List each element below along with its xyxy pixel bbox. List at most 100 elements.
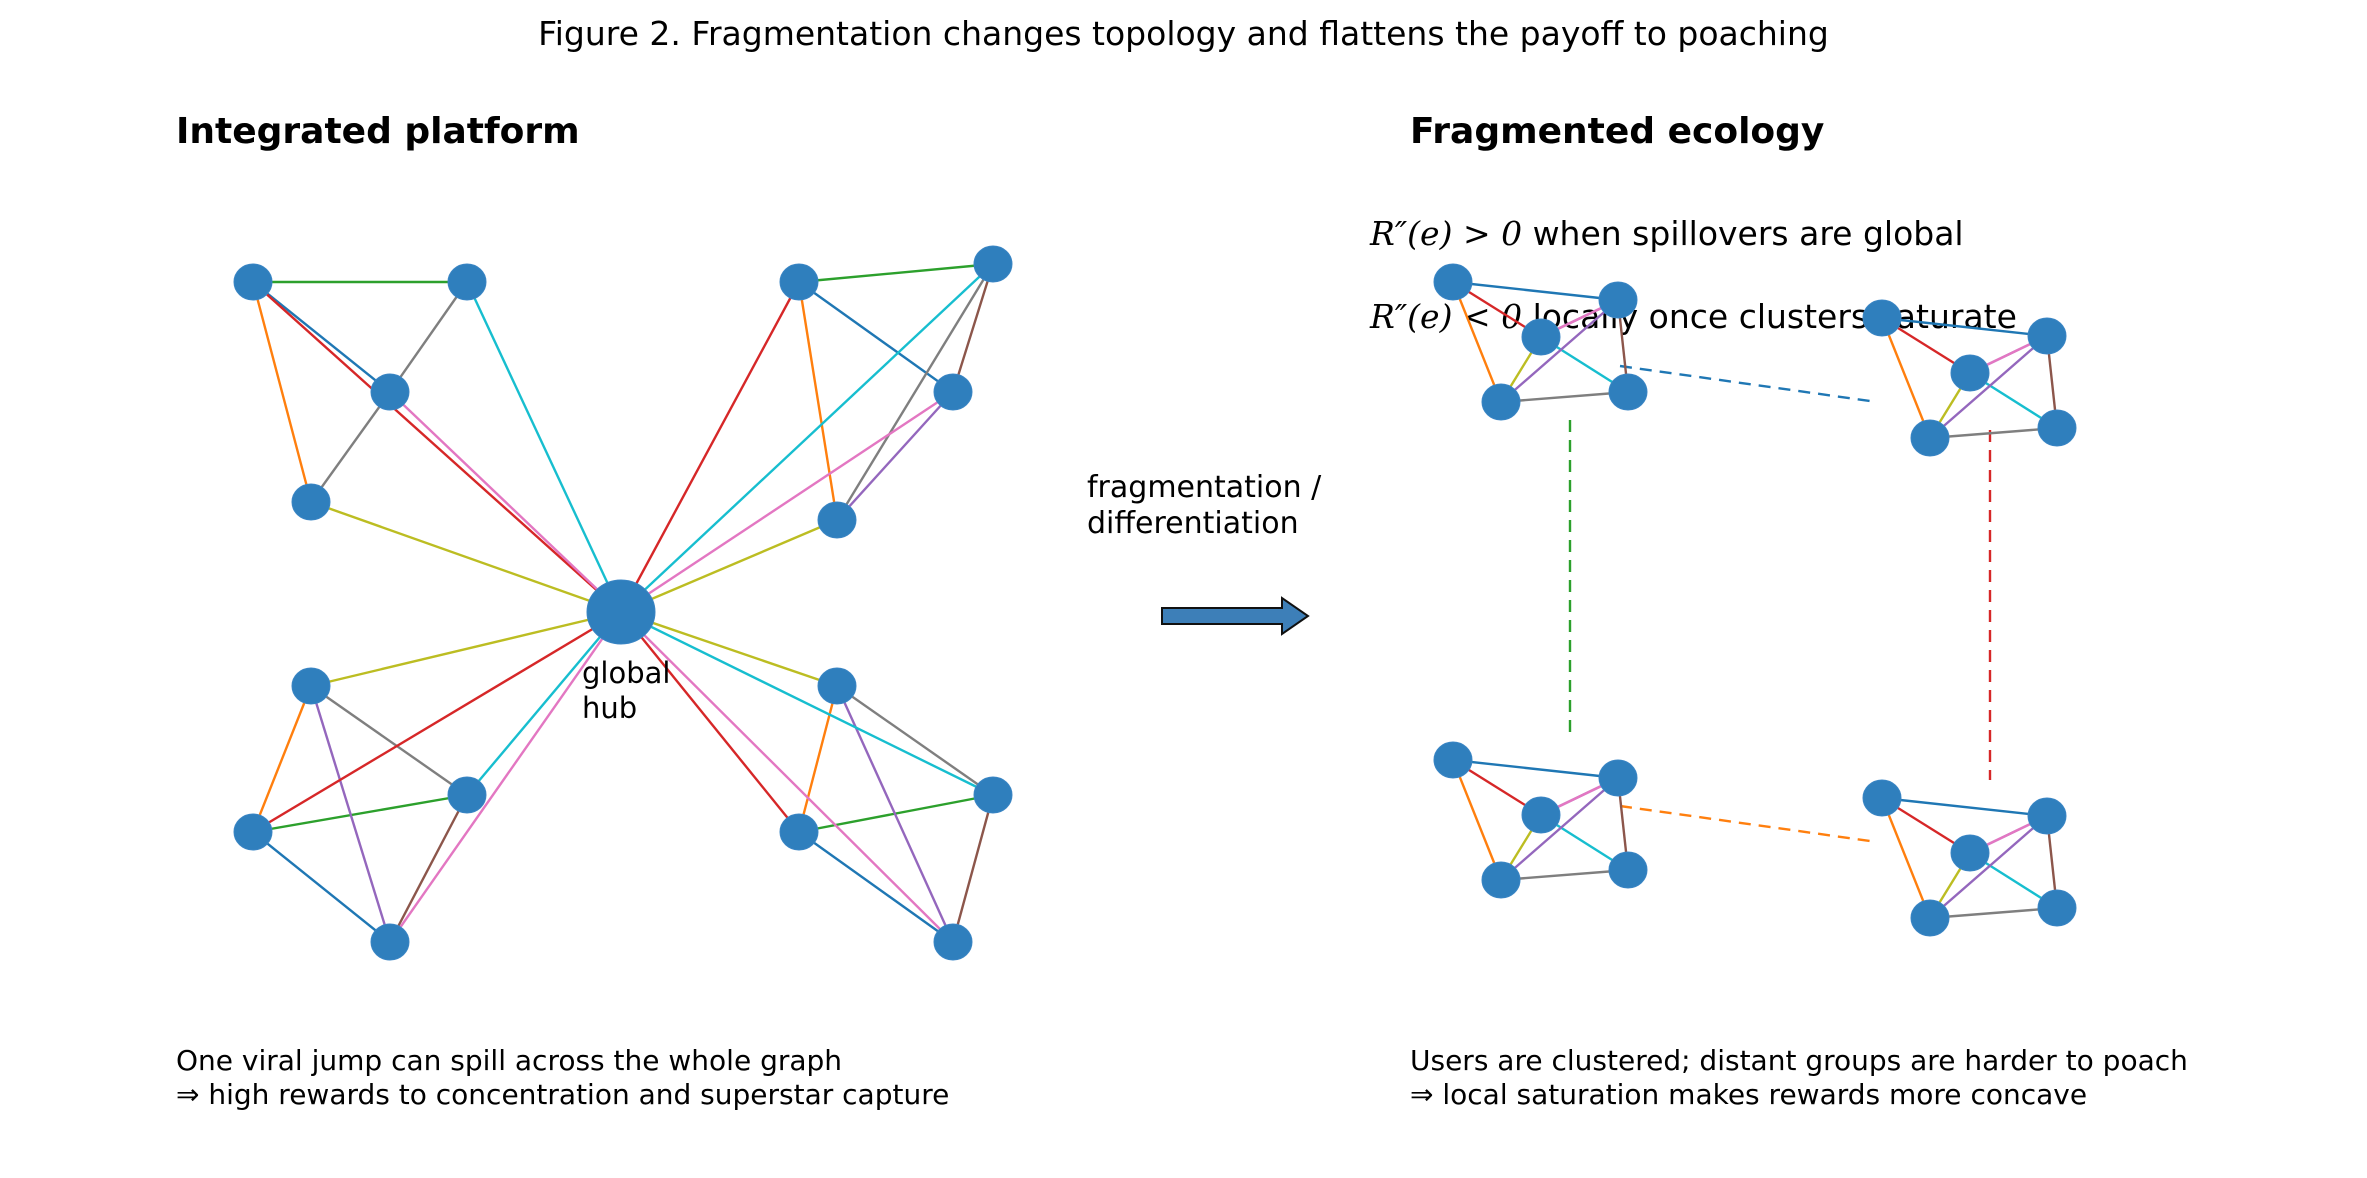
cluster-node	[1910, 899, 1950, 937]
integrated-caption-line-2: ⇒ high rewards to concentration and supe…	[176, 1077, 950, 1111]
cluster-node	[1521, 318, 1561, 356]
platform-node	[291, 483, 331, 521]
platform-node	[817, 501, 857, 539]
platform-node	[779, 263, 819, 301]
cluster-edge	[1881, 796, 2048, 818]
platform-edge	[252, 281, 391, 393]
platform-edge	[252, 281, 622, 613]
platform-node	[370, 373, 410, 411]
cluster-edge	[1500, 777, 1619, 881]
integrated-network-nodes	[233, 245, 1013, 961]
integrated-caption-line-1: One viral jump can spill across the whol…	[176, 1044, 843, 1077]
platform-edge	[620, 263, 994, 613]
integrated-platform-caption: One viral jump can spill across the whol…	[176, 1044, 949, 1111]
fragmented-cluster-nodes	[1433, 263, 2077, 937]
cluster-node	[2037, 889, 2077, 927]
platform-edge	[620, 610, 994, 797]
platform-edge	[836, 391, 954, 521]
right-arrow-icon	[1161, 596, 1310, 636]
platform-node	[973, 776, 1013, 814]
platform-edge	[798, 831, 954, 943]
platform-edge	[310, 685, 468, 796]
cluster-node	[1433, 263, 1473, 301]
platform-node	[817, 667, 857, 705]
inter-cluster-link-top	[1619, 364, 1878, 404]
platform-edge	[620, 518, 838, 614]
cluster-node	[1598, 759, 1638, 797]
platform-edge	[310, 500, 622, 614]
cluster-edge	[1880, 317, 1932, 439]
cluster-node	[2027, 317, 2067, 355]
cluster-node	[1862, 299, 1902, 337]
platform-edge	[465, 281, 623, 613]
platform-edge	[835, 685, 955, 943]
integrated-network-edges	[251, 262, 995, 943]
inter-cluster-link-bottom	[1619, 804, 1878, 844]
platform-edge	[798, 281, 954, 393]
platform-edge	[389, 281, 468, 393]
cluster-node	[1608, 373, 1648, 411]
cluster-node	[2037, 409, 2077, 447]
platform-edge	[252, 610, 622, 834]
cluster-node	[1598, 281, 1638, 319]
platform-node	[291, 667, 331, 705]
cluster-edge	[1500, 868, 1629, 882]
platform-edge	[388, 794, 469, 943]
cluster-edge	[1452, 758, 1619, 780]
cluster-node	[1481, 861, 1521, 899]
platform-edge	[620, 611, 954, 943]
cluster-edge	[1500, 390, 1629, 404]
platform-edge	[310, 610, 622, 688]
cluster-edge	[1929, 906, 2058, 920]
cluster-node	[1481, 383, 1521, 421]
cluster-edge	[1929, 426, 2058, 440]
platform-edge	[310, 391, 391, 503]
platform-edge	[797, 281, 839, 521]
platform-node	[370, 923, 410, 961]
platform-edge	[620, 611, 800, 833]
platform-edge	[252, 831, 391, 943]
fragmented-caption-line-1: Users are clustered; distant groups are …	[1410, 1044, 2188, 1077]
platform-edge	[389, 611, 622, 943]
inter-cluster-links	[1568, 364, 1992, 844]
platform-edge	[620, 390, 954, 614]
platform-edge	[251, 281, 313, 503]
fragmented-ecology-caption: Users are clustered; distant groups are …	[1410, 1044, 2188, 1111]
cluster-edge	[1929, 335, 2048, 439]
equation-convex-math: R″(e) > 0	[1370, 214, 1523, 253]
platform-node	[447, 263, 487, 301]
cluster-edge	[1451, 281, 1503, 403]
cluster-node	[1862, 779, 1902, 817]
cluster-edge	[1881, 316, 2048, 338]
platform-edge	[309, 685, 392, 943]
platform-node	[233, 263, 273, 301]
fragmented-ecology-heading: Fragmented ecology	[1410, 111, 1825, 152]
equation-convex: R″(e) > 0 when spillovers are global	[1370, 214, 1964, 254]
platform-edge	[466, 611, 622, 796]
platform-edge	[797, 685, 839, 833]
global-hub-node	[586, 579, 656, 645]
cluster-node	[1521, 796, 1561, 834]
cluster-node	[2027, 797, 2067, 835]
platform-node	[447, 776, 487, 814]
platform-edge	[619, 281, 801, 613]
global-hub-label: global hub	[582, 656, 671, 725]
platform-edge	[798, 262, 994, 284]
platform-edge	[620, 610, 838, 688]
cluster-edge	[1452, 280, 1619, 302]
cluster-node	[1950, 834, 1990, 872]
transition-label: fragmentation / differentiation	[1087, 470, 1322, 541]
platform-node	[973, 245, 1013, 283]
platform-edge	[951, 794, 995, 943]
platform-edge	[836, 685, 994, 796]
platform-edge	[251, 685, 313, 833]
cluster-edge	[1929, 815, 2048, 919]
platform-node	[933, 373, 973, 411]
platform-edge	[252, 793, 468, 834]
platform-edge	[389, 391, 622, 613]
platform-node	[779, 813, 819, 851]
cluster-node	[1910, 419, 1950, 457]
figure-title: Figure 2. Fragmentation changes topology…	[538, 14, 1829, 53]
cluster-node	[1433, 741, 1473, 779]
